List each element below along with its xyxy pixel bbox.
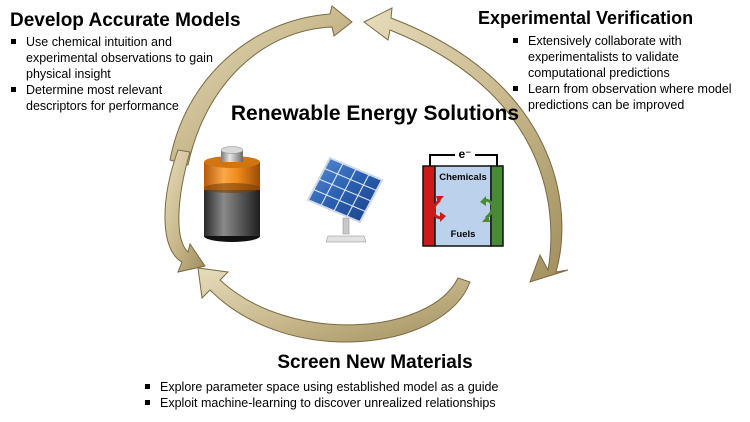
cycle-arrow-right (363, 7, 569, 283)
cycle-arrow-top (169, 5, 353, 166)
verify-bullet: Learn from observation where model predi… (508, 81, 733, 113)
develop-bullets: Use chemical intuition and experimental … (6, 34, 216, 114)
screen-bullet: Explore parameter space using establishe… (140, 379, 620, 395)
develop-bullet: Use chemical intuition and experimental … (6, 34, 216, 82)
screen-bullet: Exploit machine-learning to discover unr… (140, 395, 620, 411)
cycle-arrow-left (164, 149, 206, 273)
verify-bullet: Extensively collaborate with experimenta… (508, 33, 733, 81)
verify-bullets: Extensively collaborate with experimenta… (508, 33, 733, 113)
solar-panel-icon (306, 156, 384, 243)
develop-heading: Develop Accurate Models (10, 10, 241, 31)
verify-heading: Experimental Verification (478, 8, 694, 28)
electrochemical-cell-icon (422, 154, 504, 247)
center-title: Renewable Energy Solutions (230, 102, 520, 125)
screen-bullets: Explore parameter space using establishe… (140, 379, 620, 411)
battery-icon (204, 146, 260, 242)
fuels-label: Fuels (450, 229, 476, 240)
electron-label: e⁻ (455, 147, 475, 161)
cycle-arrow-bottom (197, 267, 471, 343)
screen-heading: Screen New Materials (277, 352, 473, 373)
chemicals-label: Chemicals (439, 172, 487, 183)
develop-bullet: Determine most relevant descriptors for … (6, 82, 216, 114)
